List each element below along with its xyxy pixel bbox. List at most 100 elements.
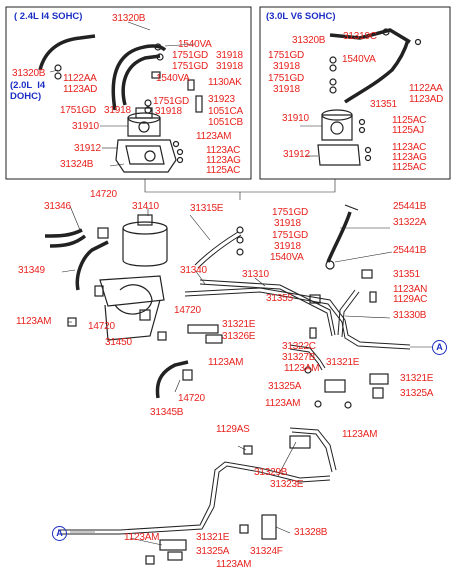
part-label: 1123AM xyxy=(208,357,244,368)
hose-31322a xyxy=(326,211,352,263)
part-label: 1751GD xyxy=(272,207,309,218)
part-label: 31910 xyxy=(282,113,309,124)
hose-31349 xyxy=(75,240,109,291)
part-label: 1751GD xyxy=(153,96,190,107)
part-label: 31325A xyxy=(196,546,230,557)
part-label: 31923 xyxy=(208,94,235,105)
part-label: 31325A xyxy=(400,388,434,399)
part-label: 1123AN xyxy=(393,284,428,295)
part-label: 14720 xyxy=(178,393,205,404)
part-label: 31321E xyxy=(196,532,230,543)
hose-31346 xyxy=(44,228,83,238)
tube-31323e xyxy=(58,461,331,531)
header-2.0l-dohc: (2.0L I4 DOHC) xyxy=(10,80,46,102)
part-label: 1122AA xyxy=(409,83,443,94)
part-label: 31340 xyxy=(180,265,207,276)
part-label: 1129AS xyxy=(216,424,250,435)
part-label: 31326E xyxy=(222,331,256,342)
part-label: 14720 xyxy=(174,305,201,316)
part-label: 1123AM xyxy=(216,559,252,570)
part-label: 1122AA xyxy=(63,73,97,84)
part-label: 14720 xyxy=(88,321,115,332)
part-label: 1051CB xyxy=(208,117,243,128)
part-label: 1123AD xyxy=(63,84,98,95)
pump-31910-left xyxy=(127,117,161,137)
part-label: 1751GD xyxy=(272,230,309,241)
part-label: 1125AJ xyxy=(392,125,424,136)
part-label: 1751GD xyxy=(172,61,209,72)
hose-31320b-top xyxy=(111,44,167,111)
part-label: 1125AC xyxy=(206,165,241,176)
part-label: 31918 xyxy=(273,84,300,95)
part-label: 1123AM xyxy=(196,131,232,142)
part-label: 31329B xyxy=(254,467,288,478)
tube-31310 xyxy=(199,279,336,336)
part-label: 1123AM xyxy=(342,429,378,440)
part-label: 31321E xyxy=(400,373,434,384)
part-label: 31324B xyxy=(60,159,94,170)
reference-marker-a-left: A xyxy=(52,526,67,541)
part-label: 1751GD xyxy=(268,73,305,84)
part-label: 1540VA xyxy=(270,252,304,263)
bracket-31450 xyxy=(99,275,165,307)
part-label: 31320B xyxy=(12,68,46,79)
part-label: 31328B xyxy=(294,527,328,538)
part-label: 31918 xyxy=(155,106,182,117)
part-label: 25441B xyxy=(393,245,427,256)
part-label: 31410 xyxy=(132,201,159,212)
part-label: 31323E xyxy=(270,479,304,490)
part-label: 31912 xyxy=(74,143,101,154)
part-label: 31320B xyxy=(292,35,326,46)
part-label: 31345B xyxy=(150,407,184,418)
hose-31345b xyxy=(155,360,189,399)
part-label: 1751GD xyxy=(268,50,305,61)
part-label: 31351 xyxy=(393,269,420,280)
part-label: 1051CA xyxy=(208,106,243,117)
header-2.4l-sohc: ( 2.4L I4 SOHC) xyxy=(14,11,83,22)
part-label: 1125AC xyxy=(392,115,427,126)
part-label: 1123AM xyxy=(265,398,301,409)
hose-31351-right xyxy=(343,39,410,104)
reservoir-31410 xyxy=(122,221,168,235)
inset-box-3.0l xyxy=(259,6,451,180)
part-label: 31912 xyxy=(283,149,310,160)
part-label: 31346 xyxy=(44,201,71,212)
part-label: 31355 xyxy=(266,293,293,304)
pump-31910-right xyxy=(321,114,353,141)
part-label: 31918 xyxy=(216,61,243,72)
hose-31320b-right xyxy=(329,28,411,44)
part-label: 31322C xyxy=(282,341,316,352)
part-label: 1125AC xyxy=(392,162,427,173)
part-label: 31450 xyxy=(105,337,132,348)
part-label: 1540VA xyxy=(342,54,376,65)
header-3.0l-v6-sohc: (3.0L V6 SOHC) xyxy=(266,11,336,22)
part-label: 31319C xyxy=(343,31,377,42)
reference-marker-a-right: A xyxy=(432,340,447,355)
inset-connector xyxy=(144,179,336,193)
bracket-31912-left xyxy=(115,139,177,173)
part-label: 1540VA xyxy=(156,73,190,84)
part-label: 31322A xyxy=(393,217,427,228)
part-label: 1123AC xyxy=(392,142,427,153)
part-label: 31325A xyxy=(268,381,302,392)
part-label: 1123AM xyxy=(16,316,52,327)
part-label: 31918 xyxy=(104,105,131,116)
part-label: 1123AM xyxy=(284,363,320,374)
part-label: 31918 xyxy=(274,218,301,229)
part-label: 31349 xyxy=(18,265,45,276)
hose-31320b-left xyxy=(38,34,96,71)
part-label: 1123AD xyxy=(409,94,444,105)
part-label: 1751GD xyxy=(60,105,97,116)
inset-box-2.4l xyxy=(5,6,252,180)
part-label: 31315E xyxy=(190,203,224,214)
tube-31315e xyxy=(194,231,239,266)
part-label: 31910 xyxy=(72,121,99,132)
part-label: 31321E xyxy=(326,357,360,368)
part-label: 31330B xyxy=(393,310,427,321)
part-label: 31321E xyxy=(222,319,256,330)
part-label: 31327B xyxy=(282,352,316,363)
part-label: 31351 xyxy=(370,99,397,110)
bracket-31912-right xyxy=(317,144,361,166)
part-label: 1123AM xyxy=(124,532,160,543)
